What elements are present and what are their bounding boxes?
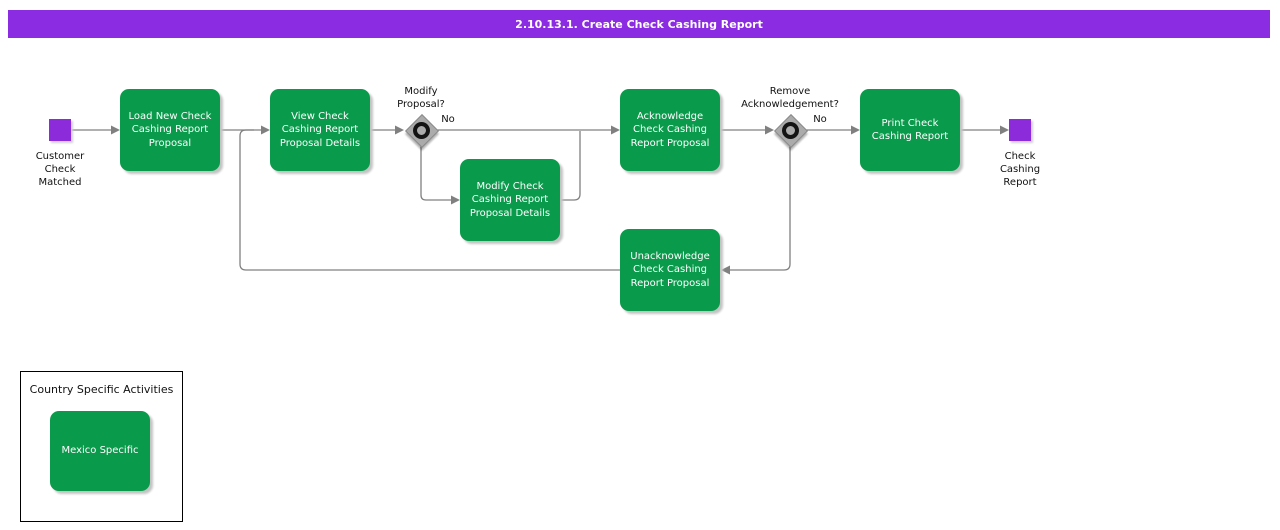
end-event-square (1009, 119, 1031, 141)
legend-box: Country Specific Activities Mexico Speci… (20, 371, 183, 522)
decision-remove-acknowledgement-label: Remove Acknowledgement? (741, 86, 839, 110)
decision-gateway-icon (412, 121, 430, 139)
diagram-title: 2.10.13.1. Create Check Cashing Report (8, 10, 1270, 38)
decision-modify-proposal-label: Modify Proposal? (397, 86, 445, 110)
edge-label-no-1: No (441, 114, 455, 125)
activity-acknowledge-check-cashing-report-proposal[interactable]: Acknowledge Check Cashing Report Proposa… (620, 89, 720, 171)
legend-item-mexico-specific[interactable]: Mexico Specific (50, 411, 150, 491)
decision-gateway-icon (781, 121, 799, 139)
edge-label-no-2: No (813, 114, 827, 125)
activity-modify-check-cashing-report-proposal-details[interactable]: Modify Check Cashing Report Proposal Det… (460, 159, 560, 241)
activity-unacknowledge-check-cashing-report-proposal[interactable]: Unacknowledge Check Cashing Report Propo… (620, 229, 720, 311)
start-event-label: Customer Check Matched (35, 151, 85, 188)
activity-load-new-check-cashing-report-proposal[interactable]: Load New Check Cashing Report Proposal (120, 89, 220, 171)
legend-title: Country Specific Activities (29, 383, 174, 396)
start-event-square (49, 119, 71, 141)
activity-view-check-cashing-report-proposal-details[interactable]: View Check Cashing Report Proposal Detai… (270, 89, 370, 171)
end-event-label: Check Cashing Report (999, 151, 1041, 188)
activity-print-check-cashing-report[interactable]: Print Check Cashing Report (860, 89, 960, 171)
